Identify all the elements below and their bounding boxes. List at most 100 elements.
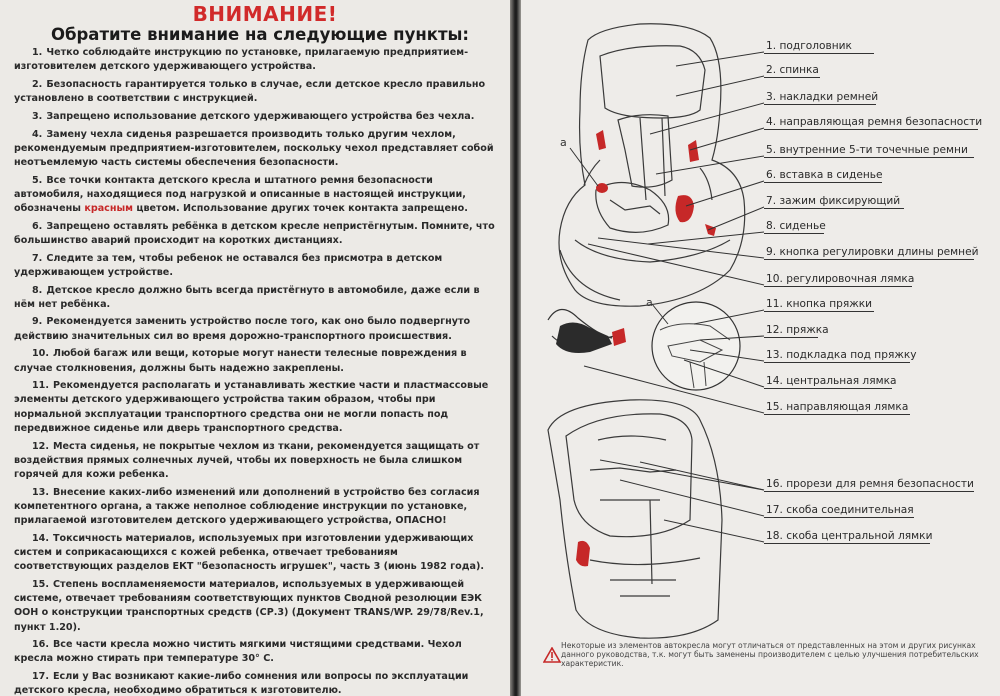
part-label-underline: [764, 362, 910, 363]
seat-illustration: [558, 23, 746, 307]
rule-text: Любой багаж или вещи, которые могут нане…: [14, 348, 467, 374]
part-label-underline: [764, 77, 820, 78]
rule-text: Детское кресло должно быть всегда пристё…: [14, 284, 480, 310]
buckle-tongue-black: [556, 322, 612, 353]
rule-item: 11.Рекомендуется располагать и устанавли…: [14, 379, 498, 436]
rule-item: 14.Токсичность материалов, используемых …: [14, 532, 498, 575]
red-marker-base: [576, 540, 590, 567]
rule-text: Четко соблюдайте инструкцию по установке…: [14, 47, 469, 73]
footer-note: Некоторые из элементов автокресла могут …: [561, 641, 979, 668]
part-label: 9. кнопка регулировки длины ремней: [766, 246, 979, 258]
rule-item: 3.Запрещено использование детского удерж…: [14, 110, 498, 124]
rule-number: 4.: [32, 128, 43, 140]
rule-item: 5.Все точки контакта детского кресла и ш…: [14, 174, 498, 217]
part-label-underline: [764, 414, 910, 415]
rule-text: Степень воспламеняемости материалов, исп…: [14, 578, 484, 633]
part-label: 2. спинка: [766, 64, 819, 76]
rule-number: 1.: [32, 47, 43, 58]
rule-number: 16.: [32, 639, 49, 651]
part-label: 5. внутренние 5-ти точечные ремни: [766, 144, 968, 156]
part-label-underline: [764, 388, 892, 389]
rule-number: 5.: [32, 174, 43, 186]
rule-text: Следите за тем, чтобы ребенок не оставал…: [14, 252, 443, 278]
rule-text: Рекомендуется заменить устройство после …: [14, 316, 471, 342]
part-label-underline: [764, 129, 978, 130]
rule-number: 8.: [32, 284, 43, 296]
part-label-underline: [764, 208, 904, 209]
part-label-underline: [764, 311, 874, 312]
rule-item: 9.Рекомендуется заменить устройство посл…: [14, 315, 498, 343]
red-marker-insert: [675, 195, 694, 223]
red-marker-clamp: [705, 224, 716, 236]
part-label-underline: [764, 491, 974, 492]
rule-item: 17.Если у Вас возникают какие-либо сомне…: [14, 670, 498, 696]
rule-number: 9.: [32, 316, 43, 328]
red-marker-right: [688, 140, 699, 162]
part-label: 1. подголовник: [766, 40, 852, 52]
rule-text: Запрещено использование детского удержив…: [46, 110, 475, 122]
rule-text: Безопасность гарантируется только в случ…: [14, 78, 486, 105]
red-marker-left: [596, 130, 606, 150]
part-label: 4. направляющая ремня безопасности: [766, 116, 983, 128]
seat-base-illustration: [547, 399, 723, 639]
rule-item: 6.Запрещено оставлять ребёнка в детском …: [14, 220, 498, 248]
part-label-underline: [764, 286, 912, 287]
rule-red-word: красным: [84, 203, 133, 215]
rule-number: 17.: [32, 671, 49, 683]
part-label: 10. регулировочная лямка: [766, 273, 915, 285]
rule-number: 7.: [32, 252, 43, 264]
rule-number: 14.: [32, 532, 49, 544]
left-page: ВНИМАНИЕ! Обратите внимание на следующие…: [0, 0, 510, 696]
part-label-underline: [764, 53, 874, 54]
part-label: 13. подкладка под пряжку: [766, 349, 917, 361]
part-label: 3. накладки ремней: [766, 91, 879, 103]
part-label-underline: [764, 517, 914, 518]
rule-number: 12.: [32, 440, 49, 452]
red-marker-buckle: [612, 328, 626, 346]
part-label-underline: [764, 104, 876, 105]
part-label-underline: [764, 543, 930, 544]
part-label-underline: [764, 182, 882, 183]
rule-text-after: цветом. Использование других точек конта…: [136, 203, 468, 215]
rule-text: Внесение каких-либо изменений или дополн…: [14, 486, 480, 527]
rule-text: Рекомендуется располагать и устанавливат…: [14, 380, 489, 434]
part-label-underline: [764, 337, 818, 338]
rule-text: Все части кресла можно чистить мягкими ч…: [14, 639, 462, 665]
rule-item: 8.Детское кресло должно быть всегда прис…: [14, 284, 498, 312]
rule-item: 13.Внесение каких-либо изменений или доп…: [14, 486, 498, 529]
rule-text: Замену чехла сиденья разрешается произво…: [14, 128, 494, 168]
part-label: 12. пряжка: [766, 324, 829, 336]
rule-item: 12.Места сиденья, не покрытые чехлом из …: [14, 440, 498, 483]
buckle-detail-circle: [651, 301, 741, 391]
part-label-underline: [764, 157, 974, 158]
rule-number: 10.: [32, 348, 49, 360]
rule-item: 15.Степень воспламеняемости материалов, …: [14, 578, 498, 635]
rule-item: 2.Безопасность гарантируется только в сл…: [14, 78, 498, 106]
part-label: 8. сиденье: [766, 220, 826, 232]
rule-number: 3.: [32, 110, 43, 122]
rule-text: Места сиденья, не покрытые чехлом из тка…: [14, 440, 480, 480]
part-label: 18. скоба центральной лямки: [766, 530, 933, 542]
part-label-underline: [764, 233, 824, 234]
part-label: 7. зажим фиксирующий: [766, 195, 901, 207]
book-gutter: [510, 0, 521, 696]
part-label-underline: [764, 259, 974, 260]
part-label: 17. скоба соединительная: [766, 504, 914, 516]
rule-item: 7.Следите за тем, чтобы ребенок не остав…: [14, 252, 498, 280]
leader-lines: [569, 51, 765, 543]
part-label: 14. центральная лямка: [766, 375, 897, 387]
rule-number: 6.: [32, 220, 43, 232]
warning-subtitle: Обратите внимание на следующие пункты:: [50, 25, 470, 44]
rule-number: 2.: [32, 78, 43, 90]
rule-number: 11.: [32, 380, 49, 392]
part-label: 15. направляющая лямка: [766, 401, 909, 413]
warning-title: ВНИМАНИЕ!: [192, 2, 338, 26]
rule-text: Если у Вас возникают какие-либо сомнения…: [14, 671, 469, 696]
rule-text: Токсичность материалов, используемых при…: [14, 532, 484, 573]
rule-item: 1.Четко соблюдайте инструкцию по установ…: [14, 46, 498, 74]
red-marker-a: [596, 183, 608, 193]
warning-triangle-icon: [543, 647, 561, 663]
rule-item: 16.Все части кресла можно чистить мягким…: [14, 638, 498, 666]
rule-number: 13.: [32, 486, 49, 498]
